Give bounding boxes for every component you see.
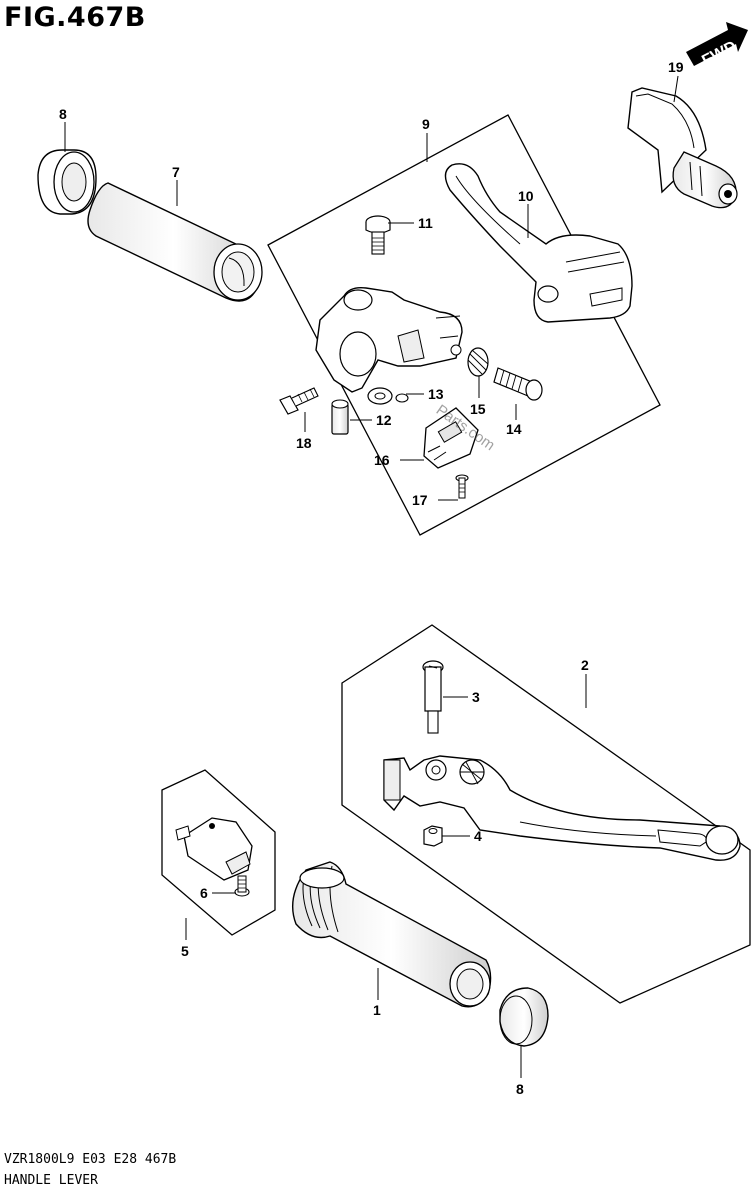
- part-15-adjuster: [467, 347, 489, 377]
- callout-5: 5: [181, 943, 189, 959]
- part-14-adjuster-bolt: [493, 367, 543, 401]
- callout-labels: 8 7 9 10 19 11 12 13 14 15 16 17 18 2 3 …: [59, 59, 684, 1097]
- part-10-clutch-lever: [444, 163, 633, 323]
- callout-10: 10: [518, 188, 534, 204]
- figure-title: FIG.467B: [4, 2, 146, 33]
- part-18-bolt: [279, 387, 319, 415]
- part-2-brake-lever: [383, 755, 741, 861]
- leader-lines: [64, 75, 679, 1078]
- part-8-bar-end-ring: [37, 149, 97, 215]
- callout-8-bottom: 8: [516, 1081, 524, 1097]
- callout-3: 3: [472, 689, 480, 705]
- callout-16: 16: [374, 452, 390, 468]
- part-13-washer: [367, 387, 409, 405]
- group-5-outline: [161, 769, 276, 936]
- callout-12: 12: [376, 412, 392, 428]
- part-16-clutch-switch: [423, 407, 479, 469]
- part-6-screw: [234, 875, 250, 897]
- callout-8-top: 8: [59, 106, 67, 122]
- footer-model-code: VZR1800L9 E03 E28 467B: [4, 1152, 177, 1167]
- callout-14: 14: [506, 421, 522, 437]
- part-12-collar: [331, 399, 349, 435]
- part-3-pivot-bolt: [422, 660, 444, 734]
- callout-2: 2: [581, 657, 589, 673]
- part-7-grip-sleeve: [87, 182, 263, 302]
- group-2-outline: [341, 624, 751, 1004]
- lever-holder-bracket: [315, 286, 463, 393]
- callout-19: 19: [668, 59, 684, 75]
- callout-4: 4: [474, 828, 482, 844]
- part-8-bar-end-cap: [499, 987, 549, 1047]
- callout-15: 15: [470, 401, 486, 417]
- part-1-throttle-grip: [292, 861, 492, 1008]
- footer-section-name: HANDLE LEVER: [4, 1173, 98, 1188]
- part-19-lever-guard: [627, 87, 738, 209]
- group-9-outline: [267, 114, 661, 536]
- callout-6: 6: [200, 885, 208, 901]
- callout-13: 13: [428, 386, 444, 402]
- callout-17: 17: [412, 492, 428, 508]
- callout-9: 9: [422, 116, 430, 132]
- callout-11: 11: [418, 215, 433, 231]
- callout-1: 1: [373, 1002, 381, 1018]
- callout-18: 18: [296, 435, 312, 451]
- part-4-nut: [423, 825, 443, 847]
- part-11-pivot-bolt: [365, 215, 391, 255]
- callout-7: 7: [172, 164, 180, 180]
- forward-arrow: FWD: [686, 22, 748, 70]
- part-17-screw: [455, 474, 469, 499]
- part-5-brake-switch: [175, 817, 253, 881]
